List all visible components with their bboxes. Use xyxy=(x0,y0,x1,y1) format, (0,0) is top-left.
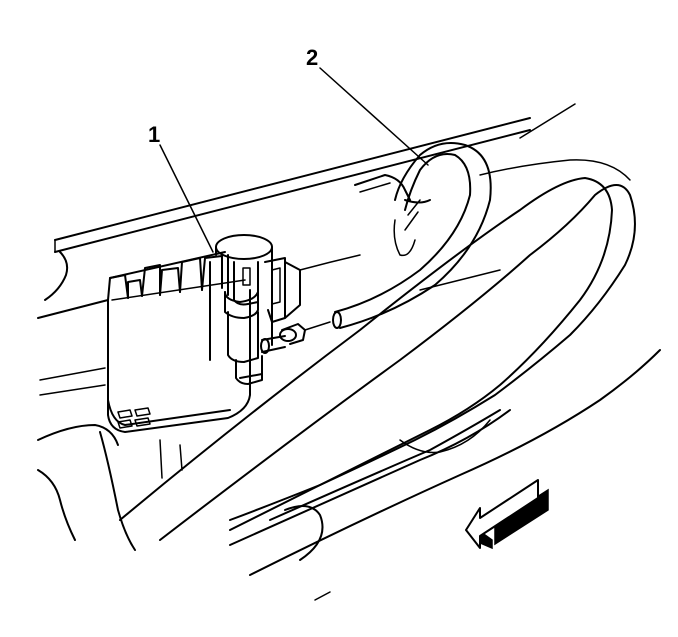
arrow-left-down-icon xyxy=(465,479,549,550)
body-panel xyxy=(37,159,661,601)
callout-2-label: 2 xyxy=(306,45,318,70)
callout-1-label: 1 xyxy=(148,122,160,147)
callout-2-leader xyxy=(319,67,429,166)
component-2-hose xyxy=(332,142,492,329)
callout-1-leader xyxy=(159,144,214,253)
upper-rail xyxy=(44,103,576,301)
component-1-module xyxy=(107,234,331,433)
callout-leaders xyxy=(159,67,429,253)
